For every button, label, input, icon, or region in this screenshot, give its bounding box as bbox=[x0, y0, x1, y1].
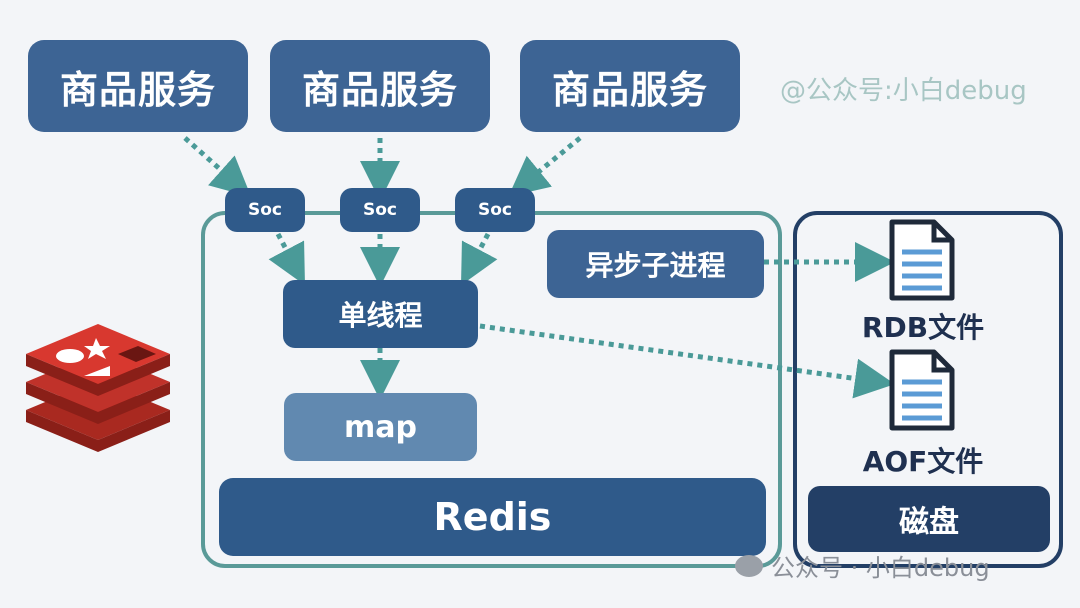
async-subprocess-label: 异步子进程 bbox=[585, 249, 726, 282]
arrow-thread-aof bbox=[479, 323, 895, 399]
socket-label: Soc bbox=[363, 200, 397, 220]
arrow-soc3-thread bbox=[461, 232, 498, 286]
disk-title: 磁盘 bbox=[899, 505, 959, 540]
watermark-bottom: 公众号 · 小白debug bbox=[735, 548, 990, 583]
disk-bar: 磁盘 bbox=[808, 486, 1050, 552]
product-service-1: 商品服务 bbox=[28, 40, 248, 132]
product-service-3: 商品服务 bbox=[520, 40, 740, 132]
watermark-bottom-text: 公众号 · 小白debug bbox=[771, 554, 990, 582]
service-label: 商品服务 bbox=[301, 67, 458, 112]
product-service-2: 商品服务 bbox=[270, 40, 490, 132]
socket-label: Soc bbox=[478, 200, 512, 220]
watermark-top: @公众号:小白debug bbox=[780, 76, 1027, 106]
single-thread-label: 单线程 bbox=[338, 299, 423, 332]
arrow-soc1-thread bbox=[268, 232, 305, 286]
disk-frame bbox=[793, 211, 1063, 568]
rdb-file-icon bbox=[889, 219, 955, 301]
redis-logo-icon bbox=[26, 324, 170, 452]
redis-bar: Redis bbox=[219, 478, 766, 556]
wechat-icon bbox=[735, 554, 763, 577]
aof-file-icon bbox=[889, 349, 955, 431]
socket-label: Soc bbox=[248, 200, 282, 220]
single-thread-box: 单线程 bbox=[283, 280, 478, 348]
rdb-file-label: RDB文件 bbox=[861, 311, 985, 344]
socket-1: Soc bbox=[225, 188, 305, 232]
async-subprocess-box: 异步子进程 bbox=[547, 230, 764, 298]
map-label: map bbox=[344, 409, 417, 445]
aof-file-label: AOF文件 bbox=[862, 445, 984, 478]
socket-2: Soc bbox=[340, 188, 420, 232]
arrow-service3-soc3 bbox=[508, 136, 582, 197]
socket-3: Soc bbox=[455, 188, 535, 232]
service-label: 商品服务 bbox=[551, 67, 708, 112]
arrow-service1-soc1 bbox=[183, 136, 252, 197]
service-label: 商品服务 bbox=[59, 67, 216, 112]
map-box: map bbox=[284, 393, 477, 461]
redis-title: Redis bbox=[433, 495, 552, 539]
